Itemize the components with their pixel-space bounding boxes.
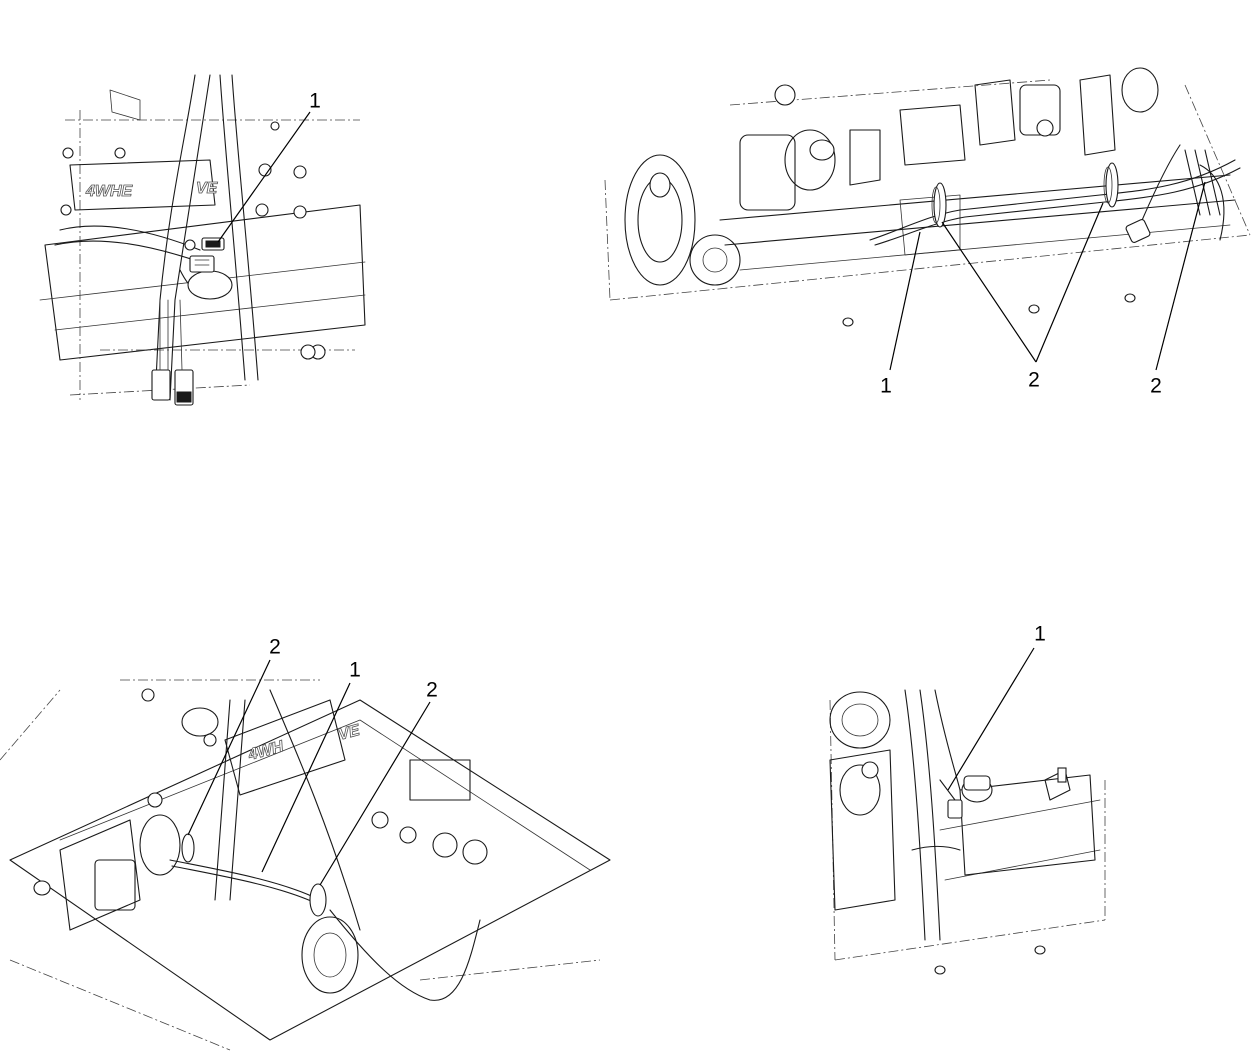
top-left-connectors: [151, 237, 225, 406]
bottom-right-bolts: [934, 945, 1046, 975]
bottom-left-plate-suffix: VE: [337, 722, 363, 744]
bottom-left-leader-1: [261, 682, 351, 873]
bottom-right-engine: [829, 691, 896, 911]
callout-top-left-1: 1: [309, 89, 321, 113]
callout-top-right-1: 1: [880, 374, 892, 398]
top-right-leader-2a-b: [1035, 202, 1104, 363]
top-left-leader-1: [217, 111, 311, 243]
top-left-bolts: [60, 121, 326, 360]
top-right-leader-1: [889, 231, 921, 371]
top-right-leader-2a: [941, 221, 1037, 363]
top-left-plate: 4WHE VE: [69, 159, 219, 211]
bottom-right-outline: [829, 699, 1106, 961]
bottom-left-harness: [169, 689, 481, 1001]
bottom-left-holes: [141, 688, 488, 865]
callout-bottom-left-1: 1: [349, 658, 361, 682]
top-right-leader-2b: [1155, 181, 1206, 371]
callout-bottom-left-2b: 2: [426, 678, 438, 702]
top-right-wheel: [624, 154, 741, 286]
callout-bottom-left-2a: 2: [269, 635, 281, 659]
callout-top-right-2a: 2: [1028, 368, 1040, 392]
bottom-left-leader-2a: [187, 659, 271, 836]
bottom-left-leader-2b: [319, 701, 431, 886]
top-left-plate-suffix: VE: [196, 180, 219, 197]
bottom-left-components: [33, 759, 471, 994]
bottom-right-leader-1: [947, 647, 1035, 791]
bottom-right-reservoir: [959, 767, 1096, 876]
bottom-right-harness: [904, 689, 963, 941]
top-right-bolts: [842, 293, 1136, 327]
top-right-engine: [739, 67, 1159, 256]
callout-bottom-right-1: 1: [1034, 622, 1046, 646]
callout-top-right-2b: 2: [1150, 374, 1162, 398]
top-left-plate-text: 4WHE: [85, 183, 134, 200]
top-left-harness: [54, 74, 259, 401]
top-right-harness: [869, 144, 1241, 246]
